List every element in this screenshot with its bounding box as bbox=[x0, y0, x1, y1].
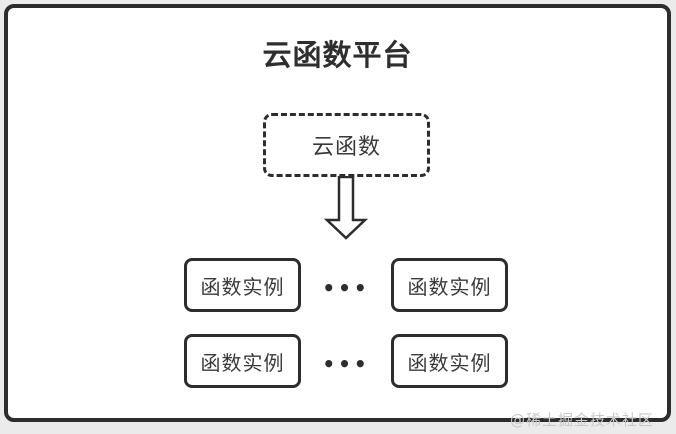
diagram-frame: 云函数平台 云函数 函数实例 ••• 函数实例 函数实例 ••• 函数实例 @稀… bbox=[4, 4, 671, 429]
function-instance-label: 函数实例 bbox=[200, 350, 285, 375]
cloud-function-label: 云函数 bbox=[311, 135, 381, 160]
function-instance-box: 函数实例 bbox=[184, 258, 301, 312]
diagram-title: 云函数平台 bbox=[262, 38, 413, 72]
function-instance-box: 函数实例 bbox=[391, 334, 508, 388]
down-arrow-icon bbox=[323, 176, 369, 240]
watermark: @稀土掘金技术社区 bbox=[509, 411, 654, 429]
function-instance-box: 函数实例 bbox=[184, 334, 301, 388]
function-instance-label: 函数实例 bbox=[407, 274, 492, 299]
cloud-function-box: 云函数 bbox=[263, 113, 430, 177]
ellipsis-dots: ••• bbox=[322, 276, 370, 300]
function-instance-label: 函数实例 bbox=[407, 350, 492, 375]
function-instance-label: 函数实例 bbox=[200, 274, 285, 299]
ellipsis-dots: ••• bbox=[322, 352, 370, 376]
function-instance-box: 函数实例 bbox=[391, 258, 508, 312]
